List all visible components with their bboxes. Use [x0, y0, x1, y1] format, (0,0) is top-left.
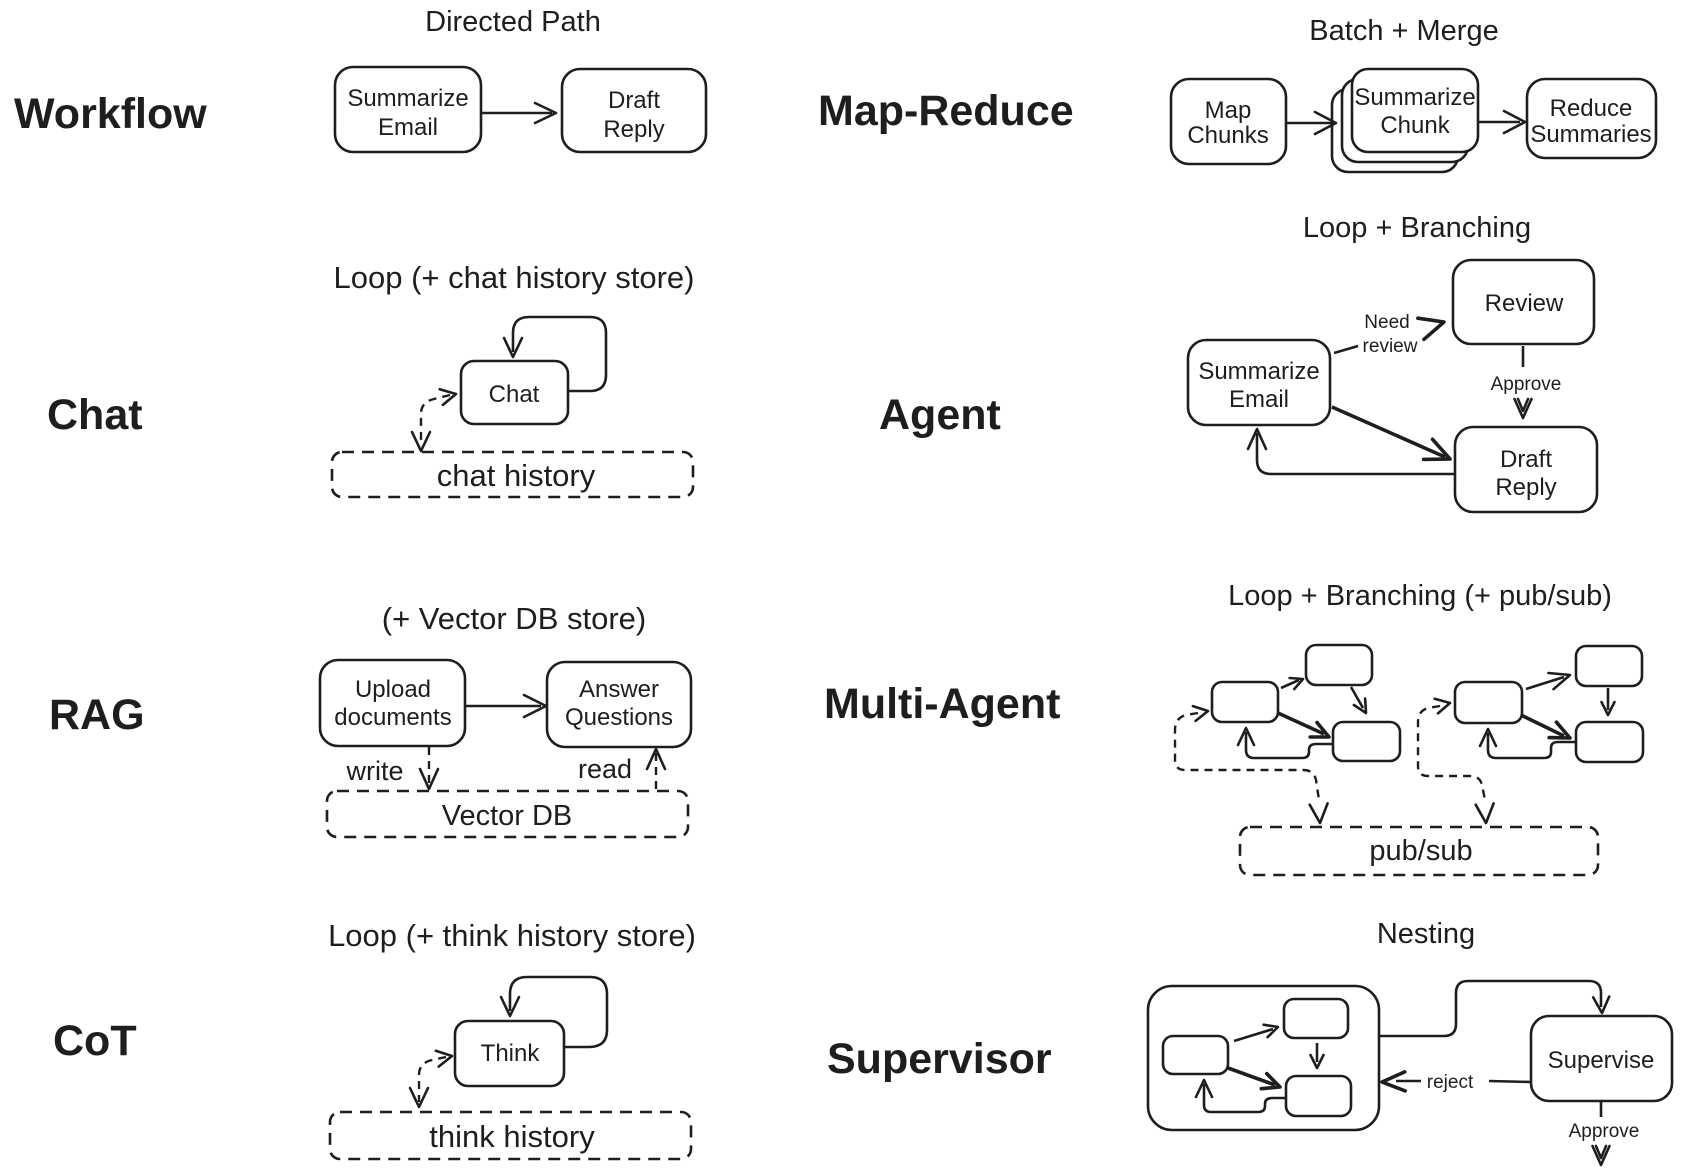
svg-text:Approve: Approve [1569, 1121, 1640, 1142]
svg-text:Answer: Answer [579, 676, 659, 703]
svg-text:pub/sub: pub/sub [1369, 835, 1472, 867]
svg-text:Reply: Reply [1495, 474, 1556, 501]
svg-text:Email: Email [1229, 386, 1289, 413]
svg-text:Supervise: Supervise [1548, 1047, 1655, 1074]
svg-text:chat history: chat history [437, 458, 596, 493]
svg-text:Workflow: Workflow [14, 90, 207, 138]
svg-text:Reply: Reply [603, 116, 664, 143]
svg-text:Map-Reduce: Map-Reduce [818, 87, 1074, 135]
svg-text:Summarize: Summarize [1354, 84, 1475, 111]
svg-text:(+ Vector DB store): (+ Vector DB store) [382, 601, 646, 636]
svg-text:Questions: Questions [565, 704, 673, 731]
svg-text:Map: Map [1205, 97, 1252, 124]
svg-text:Chat: Chat [489, 381, 540, 408]
svg-text:Need: Need [1364, 312, 1409, 333]
svg-text:Draft: Draft [1500, 446, 1552, 473]
svg-text:Draft: Draft [608, 87, 660, 114]
svg-text:Loop (+ think history store): Loop (+ think history store) [328, 918, 696, 953]
svg-text:Reduce: Reduce [1550, 95, 1633, 122]
svg-text:Supervisor: Supervisor [827, 1035, 1052, 1083]
svg-text:Multi-Agent: Multi-Agent [824, 680, 1060, 728]
svg-text:Summaries: Summaries [1530, 121, 1651, 148]
svg-text:Loop + Branching (+ pub/sub): Loop + Branching (+ pub/sub) [1228, 580, 1612, 612]
svg-text:Think: Think [481, 1040, 541, 1067]
svg-text:CoT: CoT [53, 1017, 137, 1065]
svg-text:reject: reject [1427, 1072, 1474, 1093]
svg-text:Approve: Approve [1491, 374, 1562, 395]
svg-text:Directed Path: Directed Path [425, 6, 601, 38]
svg-text:Nesting: Nesting [1377, 918, 1475, 950]
svg-text:think history: think history [429, 1119, 595, 1154]
svg-text:read: read [578, 754, 632, 784]
svg-text:Chunk: Chunk [1380, 112, 1450, 139]
svg-text:Loop (+ chat history store): Loop (+ chat history store) [334, 260, 695, 295]
svg-text:Vector DB: Vector DB [442, 800, 573, 832]
svg-text:Summarize: Summarize [347, 85, 468, 112]
svg-text:Summarize: Summarize [1198, 358, 1319, 385]
svg-text:Chat: Chat [47, 391, 143, 439]
svg-text:documents: documents [334, 704, 451, 731]
svg-text:Review: Review [1485, 290, 1564, 317]
svg-text:RAG: RAG [49, 691, 145, 739]
svg-text:Chunks: Chunks [1187, 122, 1268, 149]
svg-text:Loop + Branching: Loop + Branching [1303, 212, 1531, 244]
svg-text:Email: Email [378, 114, 438, 141]
svg-text:review: review [1363, 336, 1418, 357]
svg-text:Upload: Upload [355, 676, 431, 703]
svg-text:Agent: Agent [879, 391, 1001, 439]
svg-text:write: write [345, 756, 403, 786]
svg-text:Batch + Merge: Batch + Merge [1309, 15, 1498, 47]
